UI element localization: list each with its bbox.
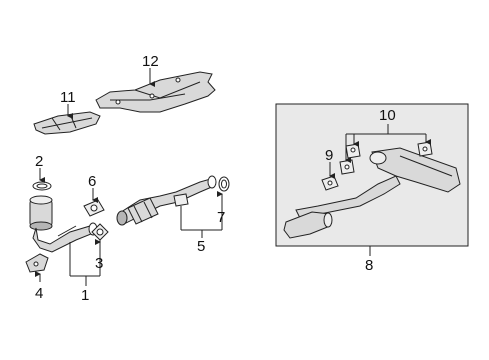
pipe-clamp bbox=[218, 176, 230, 192]
callout-3: 3 bbox=[95, 255, 103, 272]
rubber-hanger-10b bbox=[345, 143, 361, 159]
gasket-ring bbox=[32, 181, 52, 191]
rubber-hanger-10a bbox=[339, 159, 355, 175]
mounting-bracket bbox=[25, 253, 49, 273]
callout-1: 1 bbox=[81, 287, 89, 304]
callout-10: 10 bbox=[379, 107, 396, 124]
flange-gasket bbox=[83, 199, 105, 217]
rubber-hanger-10c bbox=[417, 141, 433, 157]
gasket-diamond bbox=[91, 223, 109, 241]
callout-6: 6 bbox=[88, 173, 96, 190]
intermediate-pipe-converter bbox=[116, 175, 217, 226]
callout-11: 11 bbox=[60, 89, 76, 106]
leader-lines bbox=[35, 68, 431, 286]
heat-shield-front bbox=[33, 111, 101, 135]
callout-5: 5 bbox=[197, 238, 205, 255]
callout-2: 2 bbox=[35, 153, 43, 170]
callout-12: 12 bbox=[142, 53, 159, 70]
heat-shield-rear bbox=[95, 71, 216, 113]
muffler-assembly bbox=[283, 147, 461, 239]
callout-9: 9 bbox=[325, 147, 333, 164]
callout-7: 7 bbox=[217, 209, 225, 226]
callout-8: 8 bbox=[365, 257, 373, 274]
callout-4: 4 bbox=[35, 285, 43, 302]
